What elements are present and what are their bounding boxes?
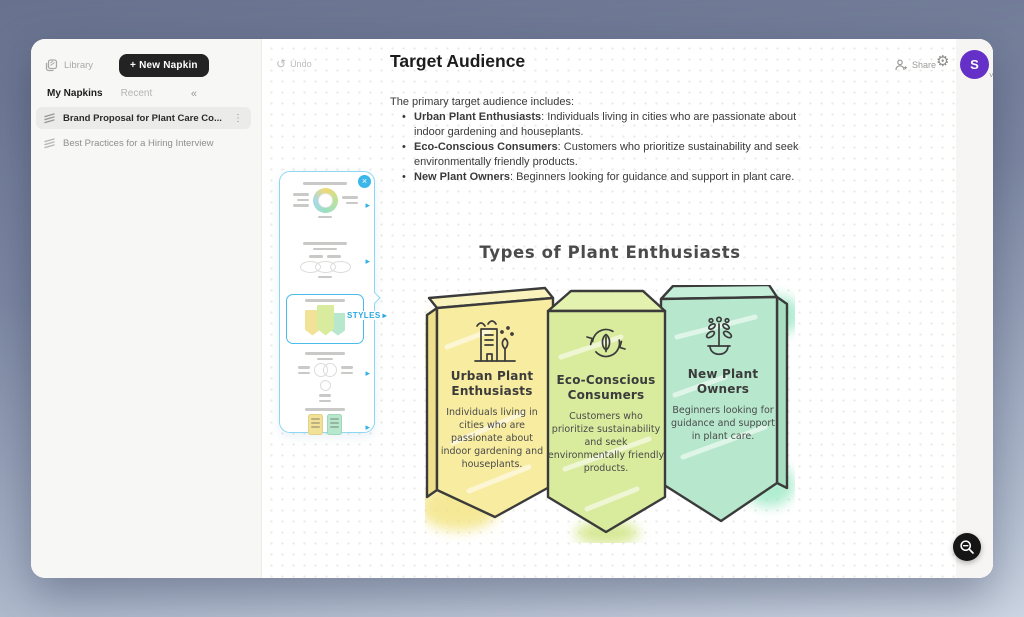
cycle-ring-icon (312, 187, 338, 213)
banner-body: Beginners looking for guidance and suppo… (670, 405, 776, 442)
napkin-strokes-icon (44, 137, 55, 148)
thumbnail-chain-diagram[interactable] (288, 242, 362, 278)
potted-plant-icon (705, 316, 733, 356)
zoom-button[interactable] (953, 533, 981, 561)
thumbnail-cards-diagram[interactable] (288, 408, 362, 435)
bullet-item: Eco-Conscious Consumers: Customers who p… (402, 140, 818, 170)
banner-new-owners[interactable] (659, 285, 789, 523)
document-text: The primary target audience includes: Ur… (390, 95, 818, 185)
tab-recent[interactable]: Recent (120, 88, 153, 99)
style-suggestions-panel: × ▸ (279, 171, 389, 435)
apply-style-arrow-icon[interactable]: ▸ (365, 200, 370, 210)
apply-style-arrow-icon[interactable]: ▸ (382, 311, 387, 320)
panel-notch (369, 292, 381, 304)
new-napkin-button[interactable]: + New Napkin (119, 54, 209, 77)
person-plus-icon (895, 59, 907, 71)
apply-style-arrow-icon[interactable]: ▸ (365, 256, 370, 266)
banner-urban[interactable] (425, 286, 555, 519)
apply-style-arrow-icon[interactable]: ▸ (365, 422, 370, 432)
gear-icon[interactable]: ⚙ (936, 53, 950, 70)
app-window: Library + New Napkin My Napkins Recent «… (31, 39, 993, 578)
page-title: Target Audience (390, 51, 526, 71)
thumbnail-circles-diagram[interactable] (288, 352, 362, 402)
sheen-streaks (444, 314, 768, 512)
share-label: Share (912, 60, 937, 70)
undo-icon: ↺ (276, 57, 287, 71)
diagram-title: Types of Plant Enthusiasts (479, 243, 741, 262)
bullet-list: Urban Plant Enthusiasts: Individuals liv… (390, 110, 818, 185)
library-label: Library (64, 60, 94, 71)
diagram-banners[interactable]: Types of Plant Enthusiasts (425, 243, 795, 543)
napkin-item-brand-proposal[interactable]: Brand Proposal for Plant Care Co... ⋮ (36, 107, 251, 129)
item-menu-icon[interactable]: ⋮ (233, 112, 243, 124)
bullet-item: Urban Plant Enthusiasts: Individuals liv… (402, 110, 818, 140)
chevron-down-icon: ˅ (989, 71, 993, 80)
library-button[interactable]: Library (45, 59, 93, 72)
share-button[interactable]: Share (895, 59, 936, 71)
city-building-plant-icon (474, 320, 516, 362)
intro-line: The primary target audience includes: (390, 96, 575, 108)
avatar[interactable]: S (960, 50, 989, 79)
banner-title: Urban Plant Enthusiasts (450, 369, 534, 398)
napkin-list: Brand Proposal for Plant Care Co... ⋮ Be… (36, 107, 251, 157)
recycle-leaf-icon (586, 328, 626, 358)
banner-title: Eco-Conscious Consumers (556, 373, 656, 402)
banner-eco[interactable] (546, 289, 667, 534)
sidebar: Library + New Napkin My Napkins Recent «… (31, 39, 262, 578)
banner-body: Individuals living in cities who are pas… (440, 407, 544, 470)
banner-eco-text: Eco-Conscious Consumers Customers who pr… (547, 373, 665, 475)
banner-shapes (425, 285, 795, 543)
napkin-item-best-practices[interactable]: Best Practices for a Hiring Interview (36, 132, 251, 154)
napkin-strokes-icon (44, 112, 55, 123)
right-rail (956, 39, 993, 578)
styles-badge: STYLES ▸ (345, 311, 389, 320)
collapse-sidebar-icon[interactable]: « (190, 87, 197, 100)
magnifier-minus-icon (960, 540, 974, 554)
napkin-item-label: Best Practices for a Hiring Interview (63, 137, 214, 149)
tab-my-napkins[interactable]: My Napkins (47, 88, 103, 99)
napkin-item-label: Brand Proposal for Plant Care Co... (63, 112, 222, 124)
thumbnail-banners-selected[interactable]: STYLES ▸ (286, 294, 389, 344)
banner-new-owners-text: New Plant Owners Beginners looking for g… (667, 367, 779, 443)
bullet-item: New Plant Owners: Beginners looking for … (402, 170, 818, 185)
banner-body: Customers who prioritize sustainability … (547, 411, 665, 474)
banner-title: New Plant Owners (687, 367, 759, 396)
undo-button[interactable]: ↺ Undo (276, 57, 312, 71)
banner-urban-text: Urban Plant Enthusiasts Individuals livi… (437, 369, 547, 471)
undo-label: Undo (290, 59, 312, 69)
mini-banners-icon (305, 304, 345, 336)
thumbnail-cycle-diagram[interactable] (288, 182, 362, 218)
canvas: ↺ Undo Target Audience Share ⚙ S ˅ The p… (262, 39, 993, 578)
close-icon[interactable]: × (358, 175, 371, 188)
stacked-pages-icon (45, 59, 58, 72)
apply-style-arrow-icon[interactable]: ▸ (365, 368, 370, 378)
